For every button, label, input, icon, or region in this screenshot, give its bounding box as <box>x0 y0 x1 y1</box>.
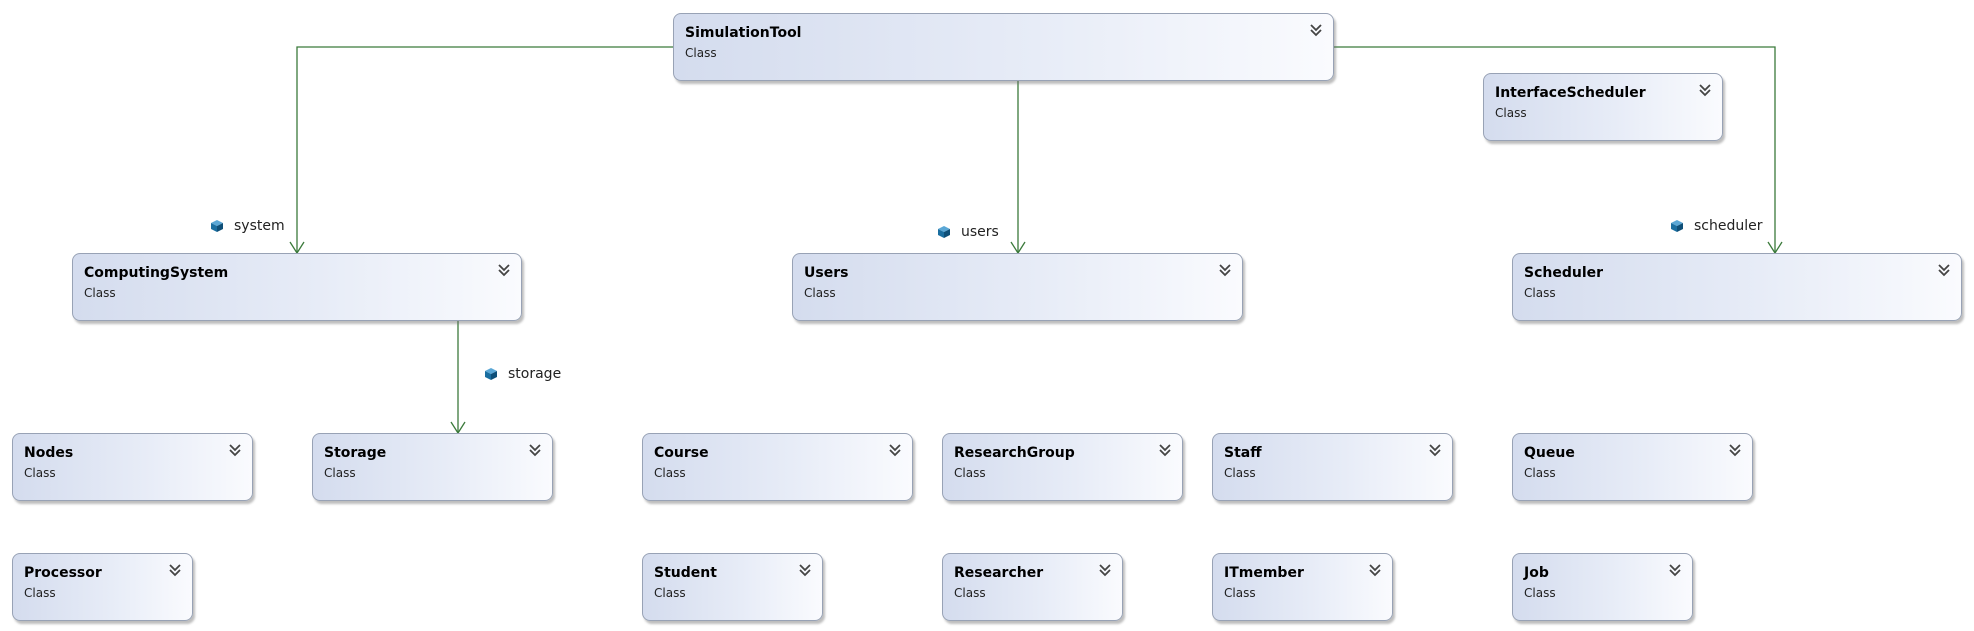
association-name-scheduler: scheduler <box>1694 218 1763 234</box>
class-student[interactable]: Student Class <box>642 553 823 621</box>
property-cube-icon <box>1671 220 1683 232</box>
class-stereotype: Class <box>1495 106 1527 120</box>
class-stereotype: Class <box>685 46 717 60</box>
double-chevron-down-icon[interactable] <box>1368 563 1382 577</box>
class-name: Staff <box>1224 445 1262 461</box>
class-stereotype: Class <box>1224 466 1256 480</box>
class-stereotype: Class <box>1524 466 1556 480</box>
double-chevron-down-icon[interactable] <box>1218 263 1232 277</box>
class-processor[interactable]: Processor Class <box>12 553 193 621</box>
class-name: Processor <box>24 565 102 581</box>
double-chevron-down-icon[interactable] <box>888 443 902 457</box>
class-stereotype: Class <box>1524 286 1556 300</box>
class-course[interactable]: Course Class <box>642 433 913 501</box>
class-stereotype: Class <box>654 586 686 600</box>
property-cube-icon <box>485 368 497 380</box>
association-name-storage: storage <box>508 366 562 382</box>
class-simulation-tool[interactable]: SimulationTool Class <box>673 13 1334 81</box>
property-cube-icon <box>211 220 223 232</box>
class-stereotype: Class <box>954 466 986 480</box>
double-chevron-down-icon[interactable] <box>497 263 511 277</box>
class-stereotype: Class <box>804 286 836 300</box>
double-chevron-down-icon[interactable] <box>1309 23 1323 37</box>
class-computing-system[interactable]: ComputingSystem Class <box>72 253 522 321</box>
class-research-group[interactable]: ResearchGroup Class <box>942 433 1183 501</box>
class-stereotype: Class <box>1524 586 1556 600</box>
property-cube-icon <box>938 226 950 238</box>
class-storage[interactable]: Storage Class <box>312 433 553 501</box>
class-name: Scheduler <box>1524 265 1604 281</box>
double-chevron-down-icon[interactable] <box>798 563 812 577</box>
double-chevron-down-icon[interactable] <box>1698 83 1712 97</box>
class-name: InterfaceScheduler <box>1495 85 1646 101</box>
class-it-member[interactable]: ITmember Class <box>1212 553 1393 621</box>
class-stereotype: Class <box>24 586 56 600</box>
association-label-users: users <box>937 224 999 240</box>
association-label-scheduler: scheduler <box>1670 218 1763 234</box>
association-label-system: system <box>210 218 285 234</box>
double-chevron-down-icon[interactable] <box>228 443 242 457</box>
class-researcher[interactable]: Researcher Class <box>942 553 1123 621</box>
class-name: ComputingSystem <box>84 265 229 281</box>
association-label-storage: storage <box>484 366 561 382</box>
class-interface-scheduler[interactable]: InterfaceScheduler Class <box>1483 73 1723 141</box>
class-name: ITmember <box>1224 565 1304 581</box>
double-chevron-down-icon[interactable] <box>1728 443 1742 457</box>
class-name: Researcher <box>954 565 1044 581</box>
class-users[interactable]: Users Class <box>792 253 1243 321</box>
class-name: Queue <box>1524 445 1575 461</box>
class-stereotype: Class <box>1224 586 1256 600</box>
class-stereotype: Class <box>24 466 56 480</box>
class-name: ResearchGroup <box>954 445 1075 461</box>
double-chevron-down-icon[interactable] <box>1668 563 1682 577</box>
class-scheduler[interactable]: Scheduler Class <box>1512 253 1962 321</box>
double-chevron-down-icon[interactable] <box>1098 563 1112 577</box>
connector-scheduler <box>1333 46 1776 253</box>
class-stereotype: Class <box>84 286 116 300</box>
class-name: Nodes <box>24 445 74 461</box>
class-nodes[interactable]: Nodes Class <box>12 433 253 501</box>
double-chevron-down-icon[interactable] <box>1158 443 1172 457</box>
double-chevron-down-icon[interactable] <box>1937 263 1951 277</box>
class-name: Users <box>804 265 849 281</box>
double-chevron-down-icon[interactable] <box>168 563 182 577</box>
association-name-users: users <box>961 224 999 240</box>
association-name-system: system <box>234 218 285 234</box>
class-name: Storage <box>324 445 387 461</box>
class-name: Student <box>654 565 717 581</box>
class-staff[interactable]: Staff Class <box>1212 433 1453 501</box>
class-stereotype: Class <box>954 586 986 600</box>
connector-system <box>296 46 674 253</box>
double-chevron-down-icon[interactable] <box>528 443 542 457</box>
class-stereotype: Class <box>324 466 356 480</box>
class-job[interactable]: Job Class <box>1512 553 1693 621</box>
class-name: Course <box>654 445 709 461</box>
class-stereotype: Class <box>654 466 686 480</box>
class-queue[interactable]: Queue Class <box>1512 433 1753 501</box>
double-chevron-down-icon[interactable] <box>1428 443 1442 457</box>
class-name: Job <box>1524 565 1549 581</box>
class-name: SimulationTool <box>685 25 802 41</box>
